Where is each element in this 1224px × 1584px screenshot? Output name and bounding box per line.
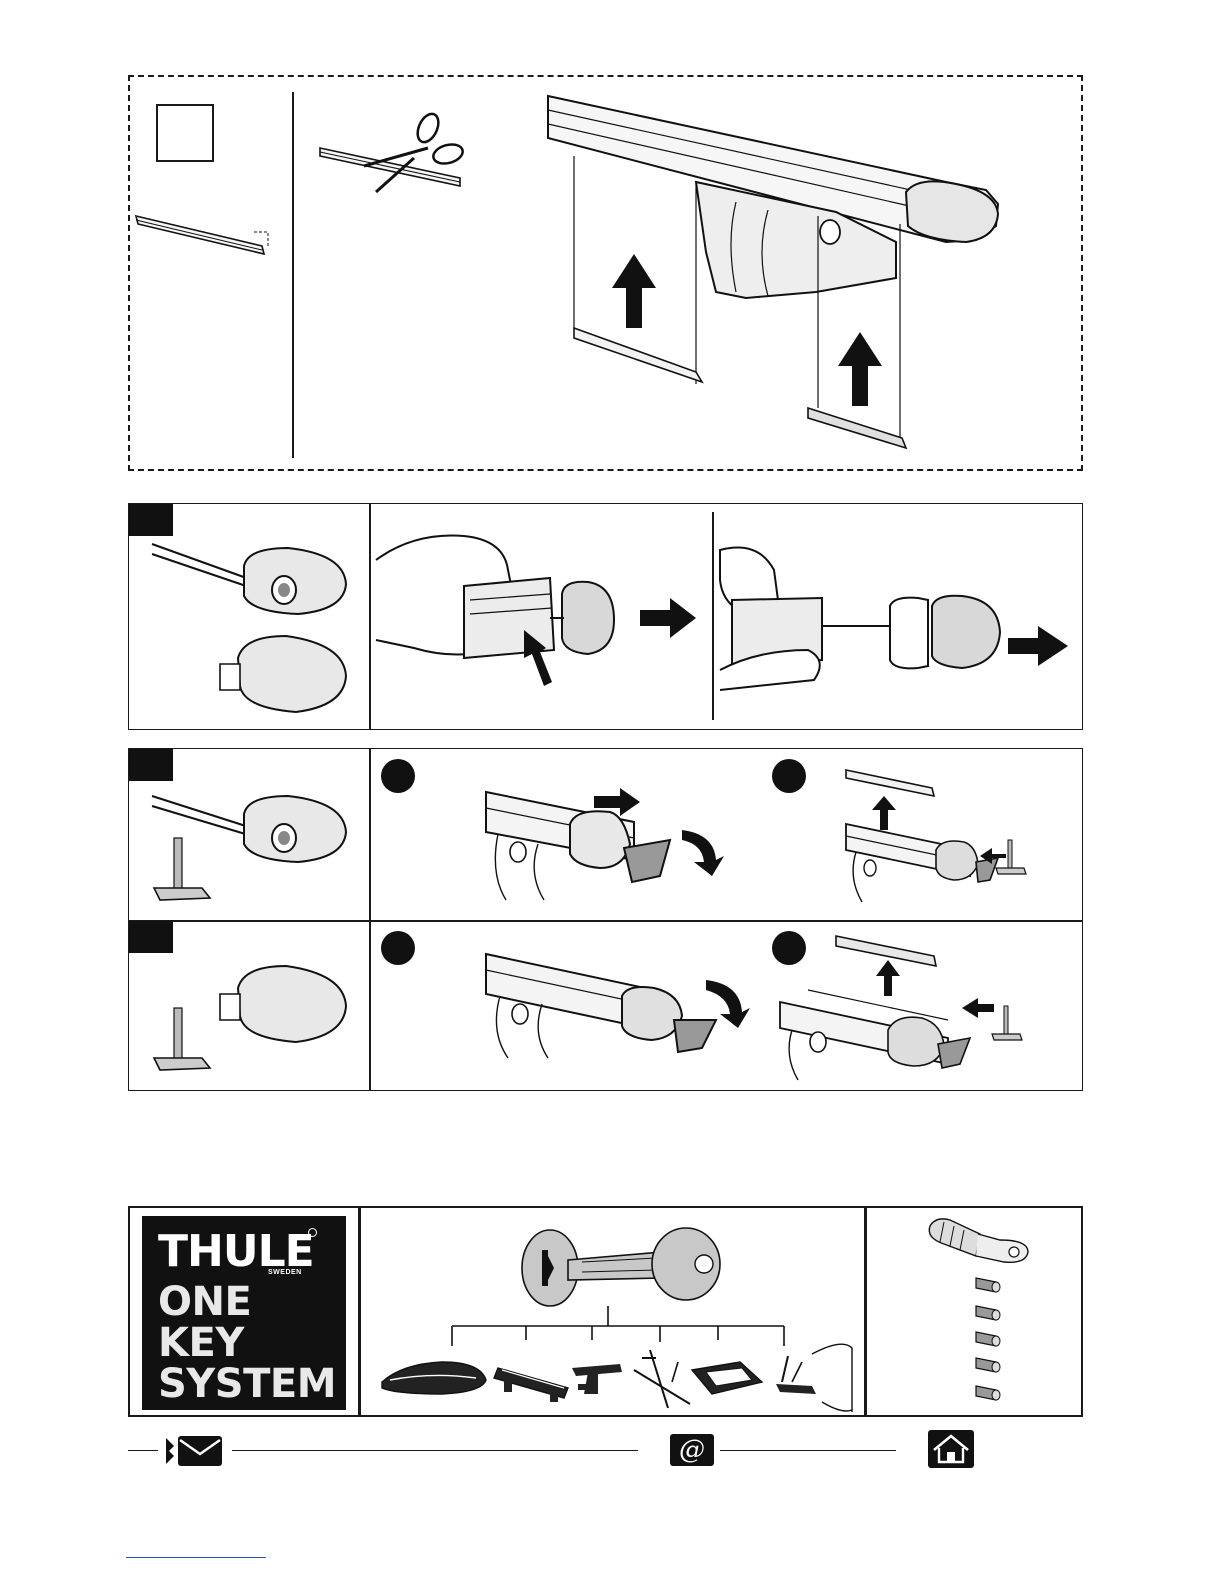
lock-cylinder-icon [976, 1386, 1000, 1400]
step-tab [129, 921, 173, 953]
arrow-up-icon [872, 796, 896, 830]
system-line-system: SYSTEM [158, 1364, 336, 1405]
lock-cylinder-icon [976, 1332, 1000, 1346]
step-tab [129, 504, 173, 536]
footer-line-web [720, 1450, 896, 1451]
lock-cylinder-icon [976, 1306, 1000, 1320]
at-sign-icon: @ [670, 1434, 714, 1466]
arrow-right-icon [640, 598, 696, 638]
system-line-one: ONE [158, 1282, 251, 1323]
bike-frame-holder-icon [634, 1350, 690, 1408]
step-number-box-empty [156, 104, 214, 162]
rubber-strip-illustration [134, 208, 274, 258]
bar-with-endcap-illustration [148, 540, 358, 720]
system-line-key: KEY [158, 1323, 244, 1364]
lock-cylinder-icon [976, 1278, 1000, 1292]
footer-line-left [128, 1450, 158, 1451]
arrow-left-icon [962, 998, 994, 1018]
lock-core-tool-icon [929, 1219, 1028, 1262]
open-endcap-illustration [484, 764, 734, 904]
mail-arrow-icon [164, 1434, 226, 1468]
panel-divider [864, 1207, 867, 1416]
footer-link-underline [126, 1557, 266, 1558]
t-bolt-icon [154, 838, 210, 900]
key-icon [568, 1228, 720, 1300]
registered-mark-icon [308, 1228, 317, 1237]
roof-basket-icon [692, 1362, 762, 1394]
insert-tbolt-illustration [840, 766, 1040, 906]
endcap-tbolt-illustration [148, 958, 358, 1072]
section1-divider [292, 92, 294, 458]
hand-pressing-release-illustration [374, 530, 704, 700]
thule-logo-block: THULE SWEDEN ONE KEY SYSTEM [142, 1216, 346, 1410]
sub-step-marker [381, 931, 415, 965]
arrow-curve-down-icon [682, 830, 724, 876]
endcap-pull-out-illustration [718, 540, 1072, 700]
bike-carrier-icon [572, 1364, 622, 1394]
footer-line-mail [232, 1450, 638, 1451]
sub-step-marker [381, 759, 415, 793]
lock-core-set [920, 1212, 1040, 1408]
panel-divider [369, 749, 371, 1090]
arrow-up-icon [876, 960, 900, 996]
arrow-up-icon [612, 254, 656, 328]
thule-logo-text: THULE [158, 1230, 314, 1274]
insert-tbolt-illustration-2 [778, 930, 1040, 1082]
ski-carrier-icon [494, 1368, 568, 1402]
scissors-cutting-strip [318, 108, 478, 200]
row-divider [129, 920, 1082, 922]
panel-divider [369, 504, 371, 729]
bar-endcap-tbolt-illustration [148, 774, 358, 906]
sub-step-marker [772, 759, 806, 793]
t-bolt-icon [154, 1008, 210, 1070]
home-icon [928, 1430, 974, 1468]
roof-bar-strip-insertion [546, 92, 1006, 457]
panel-divider [358, 1207, 361, 1416]
roof-box-icon [382, 1362, 486, 1394]
thule-logo-sub: SWEDEN [268, 1269, 302, 1276]
web-at-icon: @ [670, 1434, 714, 1466]
towbar-carrier-icon [776, 1344, 852, 1412]
key-product-tree [372, 1222, 860, 1412]
open-endcap-illustration-2 [484, 950, 754, 1060]
lock-cylinder-icon [976, 1358, 1000, 1372]
panel-divider [712, 512, 714, 720]
arrow-up-icon [838, 332, 882, 406]
arrow-right-icon [1008, 626, 1068, 666]
